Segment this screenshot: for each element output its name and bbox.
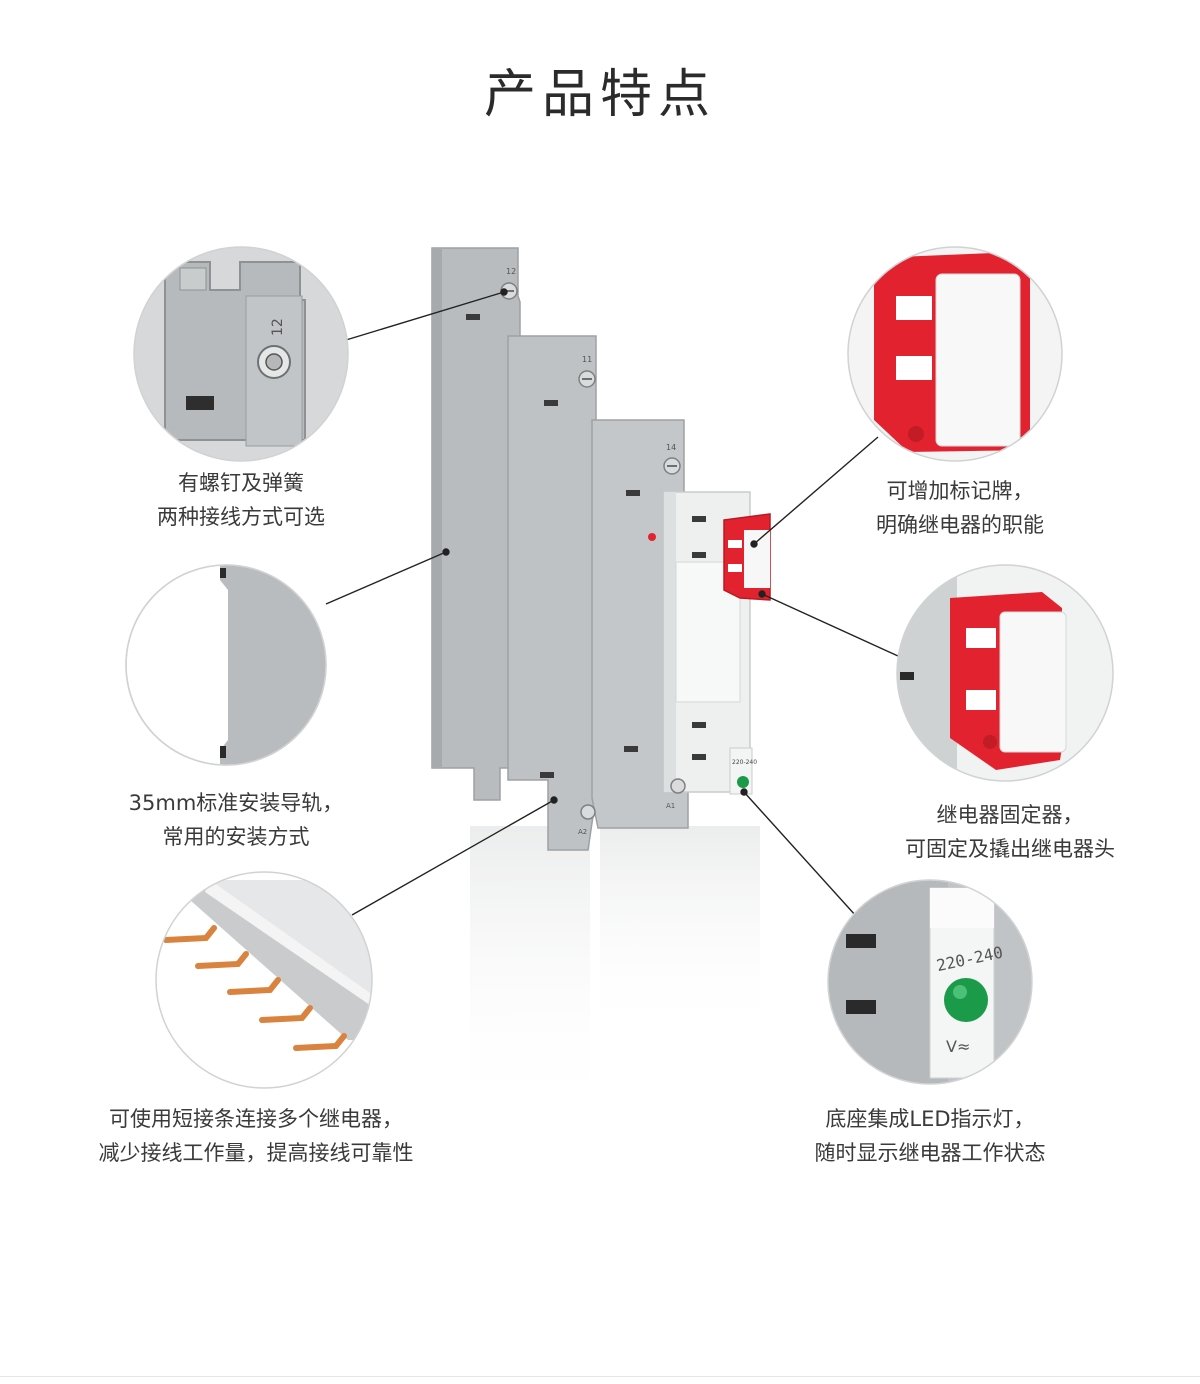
terminal-label-11: 11 xyxy=(582,355,592,364)
caption-line: 35mm标准安装导轨， xyxy=(128,791,344,815)
caption-line: 常用的安装方式 xyxy=(162,825,310,849)
caption-line: 可使用短接条连接多个继电器， xyxy=(109,1107,403,1131)
caption-line: 底座集成LED指示灯， xyxy=(825,1107,1035,1131)
detail-circle-din-rail xyxy=(125,564,327,766)
caption-marker-label: 可增加标记牌， 明确继电器的职能 xyxy=(840,474,1080,542)
detail-circle-retainer-clip xyxy=(896,564,1114,782)
page-divider xyxy=(0,1376,1200,1377)
voltage-label-small: 220-240 xyxy=(732,759,757,766)
caption-line: 可增加标记牌， xyxy=(886,479,1034,503)
terminal-label-a2: A2 xyxy=(578,828,587,836)
detail-circle-led-indicator: 220-240 V≈ xyxy=(827,879,1033,1085)
caption-line: 两种接线方式可选 xyxy=(157,505,325,529)
caption-line: 可固定及撬出继电器头 xyxy=(905,837,1115,861)
caption-din-rail: 35mm标准安装导轨， 常用的安装方式 xyxy=(96,786,376,854)
page-title: 产品特点 xyxy=(483,65,716,125)
svg-text:12: 12 xyxy=(270,318,286,336)
voltage-unit-label: V≈ xyxy=(946,1037,970,1056)
caption-line: 随时显示继电器工作状态 xyxy=(814,1141,1046,1165)
terminal-label-a1: A1 xyxy=(666,802,675,810)
caption-line: 有螺钉及弹簧 xyxy=(178,471,304,495)
caption-line: 减少接线工作量，提高接线可靠性 xyxy=(98,1141,414,1165)
caption-jumper-bar: 可使用短接条连接多个继电器， 减少接线工作量，提高接线可靠性 xyxy=(56,1102,456,1170)
detail-circle-jumper-bar xyxy=(155,871,373,1089)
detail-circle-screw-terminal: 12 xyxy=(133,246,349,462)
terminal-label-14: 14 xyxy=(666,443,676,452)
caption-line: 继电器固定器， xyxy=(936,803,1084,827)
relay-socket: 12 11 14 A1 A2 220-240 xyxy=(431,247,771,1120)
leader-lines xyxy=(325,288,899,917)
terminal-label-12: 12 xyxy=(506,267,516,276)
detail-circle-marker-label xyxy=(847,246,1063,462)
caption-retainer-clip: 继电器固定器， 可固定及撬出继电器头 xyxy=(870,798,1150,866)
caption-led-indicator: 底座集成LED指示灯， 随时显示继电器工作状态 xyxy=(780,1102,1080,1170)
caption-screw-spring: 有螺钉及弹簧 两种接线方式可选 xyxy=(116,466,366,534)
caption-line: 明确继电器的职能 xyxy=(876,513,1044,537)
